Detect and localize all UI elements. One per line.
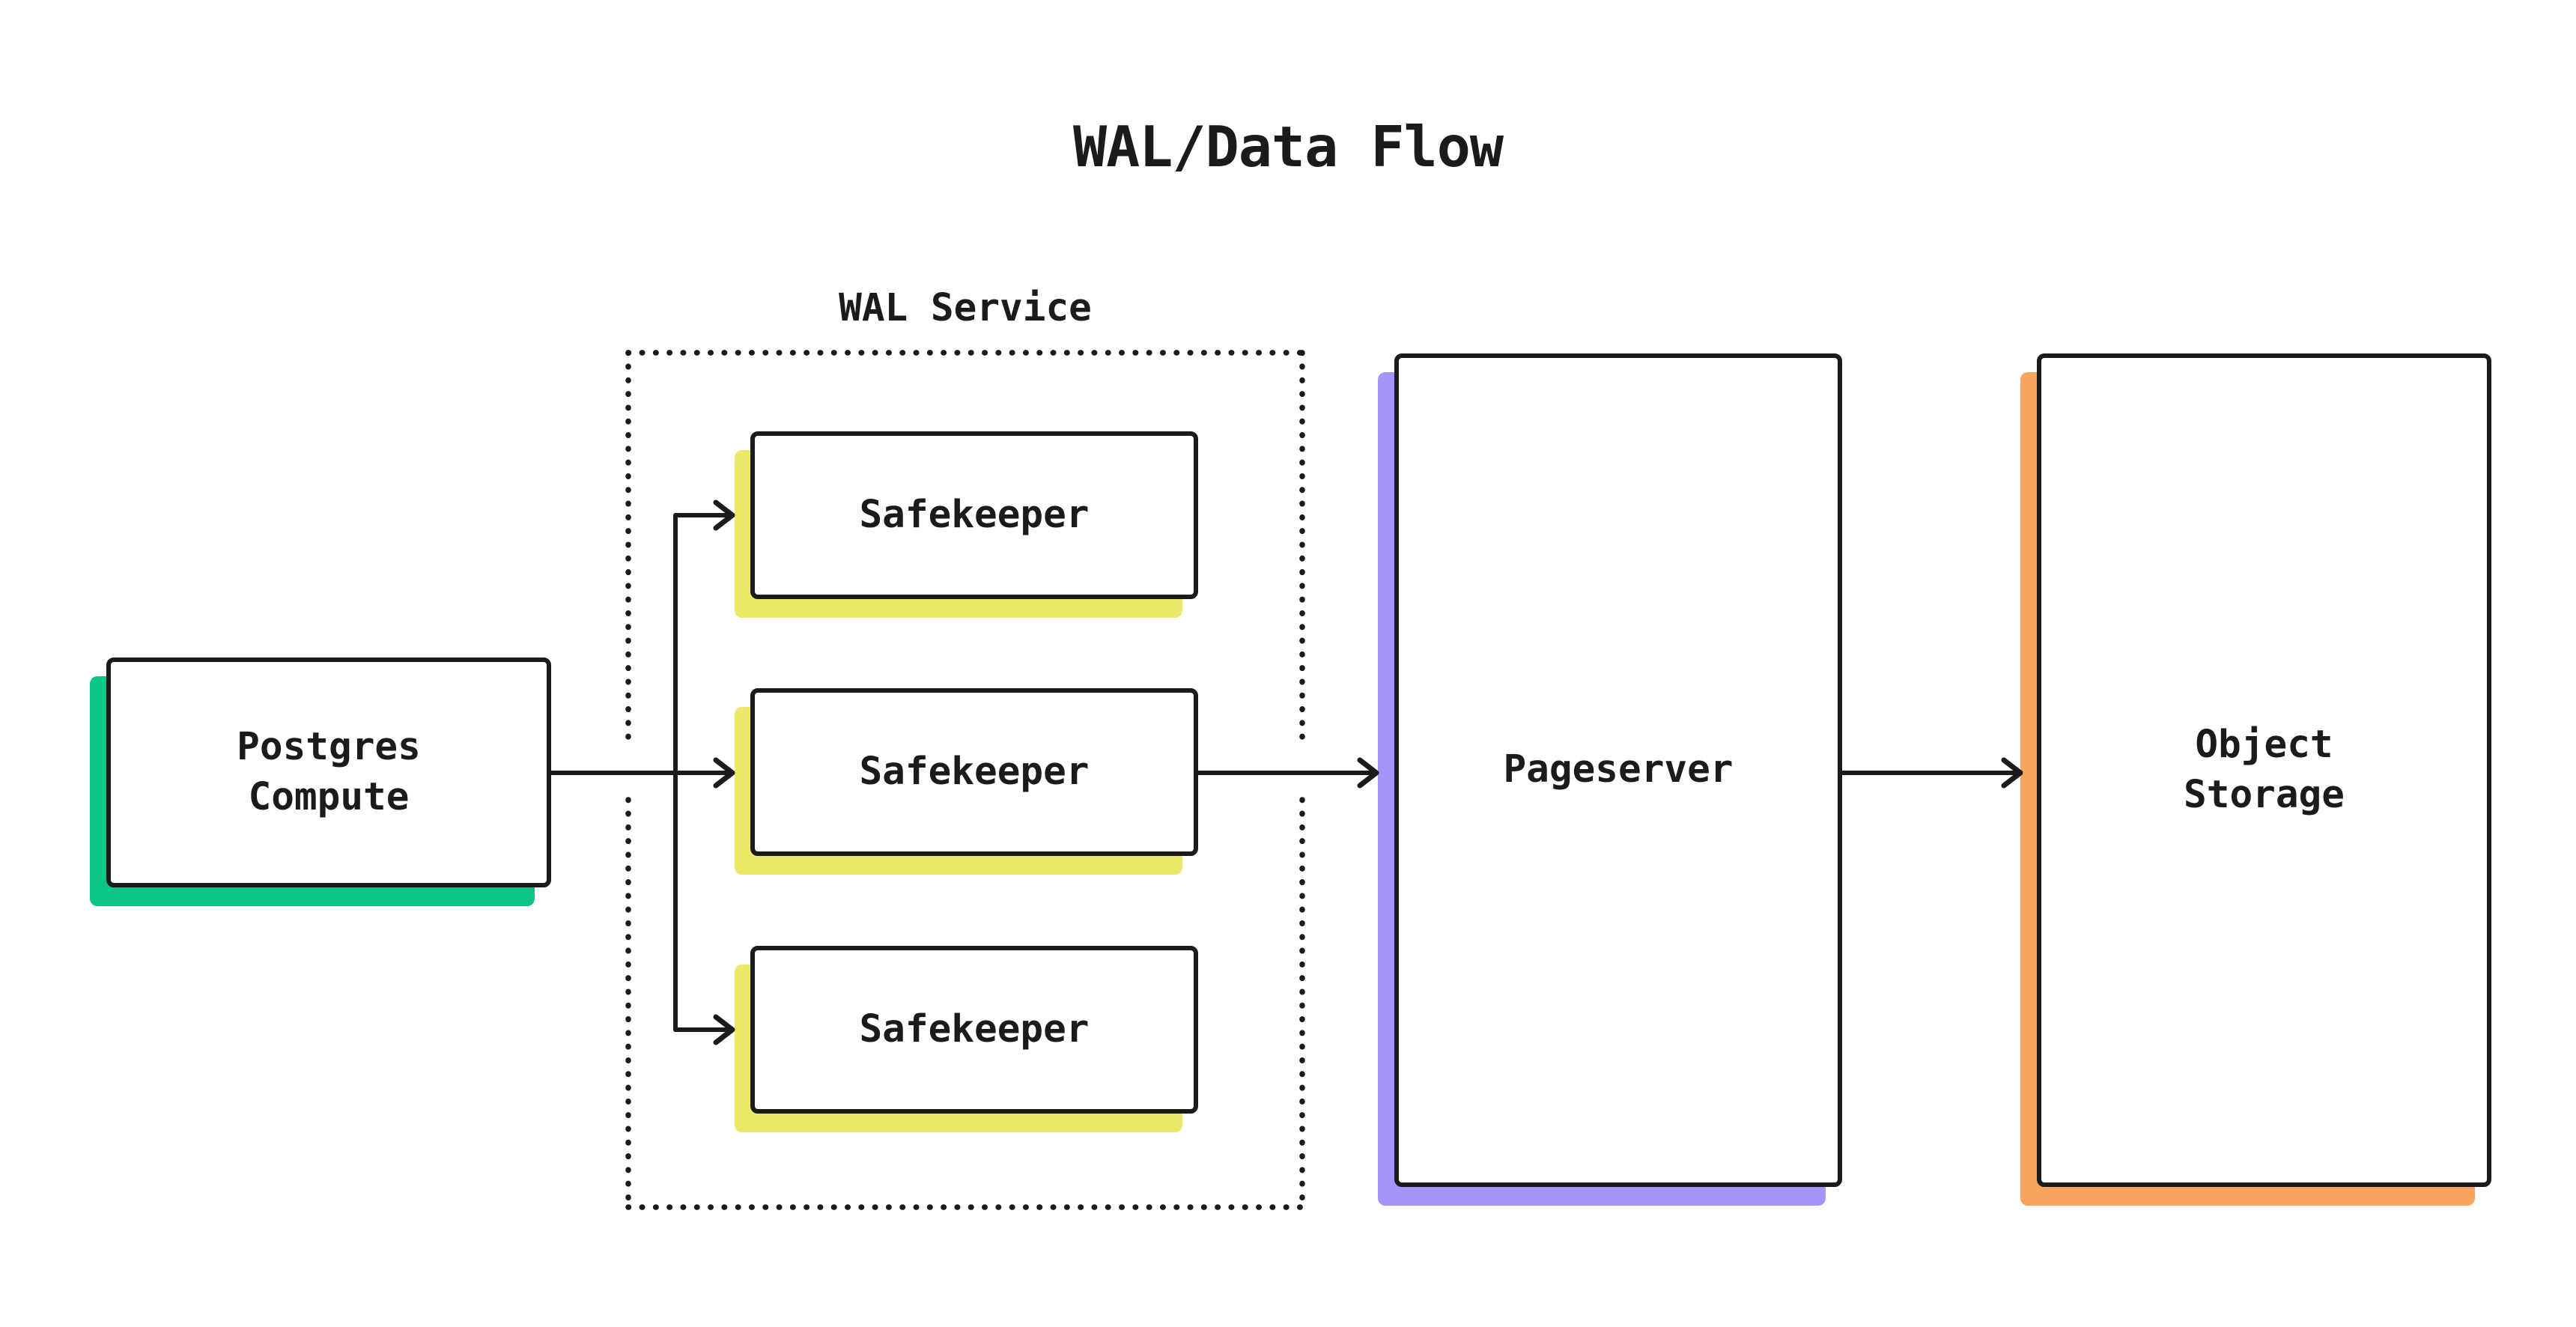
arrow-postgres-to-safekeepers [549, 499, 735, 1045]
pageserver-node: Pageserver [1394, 353, 1842, 1187]
safekeeper-node-3: Safekeeper [750, 946, 1198, 1114]
pageserver-label: Pageserver [1503, 747, 1734, 792]
object-storage-node: Object Storage [2037, 353, 2491, 1187]
safekeeper-label-3: Safekeeper [859, 1006, 1090, 1051]
postgres-compute-node: Postgres Compute [106, 658, 551, 887]
safekeeper-label-1: Safekeeper [859, 492, 1090, 537]
postgres-compute-label: Postgres Compute [237, 725, 421, 819]
wal-service-group-label: WAL Service [839, 286, 1092, 330]
safekeeper-node-1: Safekeeper [750, 431, 1198, 599]
object-storage-label: Object Storage [2184, 723, 2345, 817]
safekeeper-label-2: Safekeeper [859, 749, 1090, 794]
arrow-pageserver-to-object-storage [1840, 757, 2023, 789]
safekeeper-node-2: Safekeeper [750, 688, 1198, 856]
arrow-safekeeper-to-pageserver [1196, 757, 1379, 789]
page-title: WAL/Data Flow [1073, 114, 1504, 180]
